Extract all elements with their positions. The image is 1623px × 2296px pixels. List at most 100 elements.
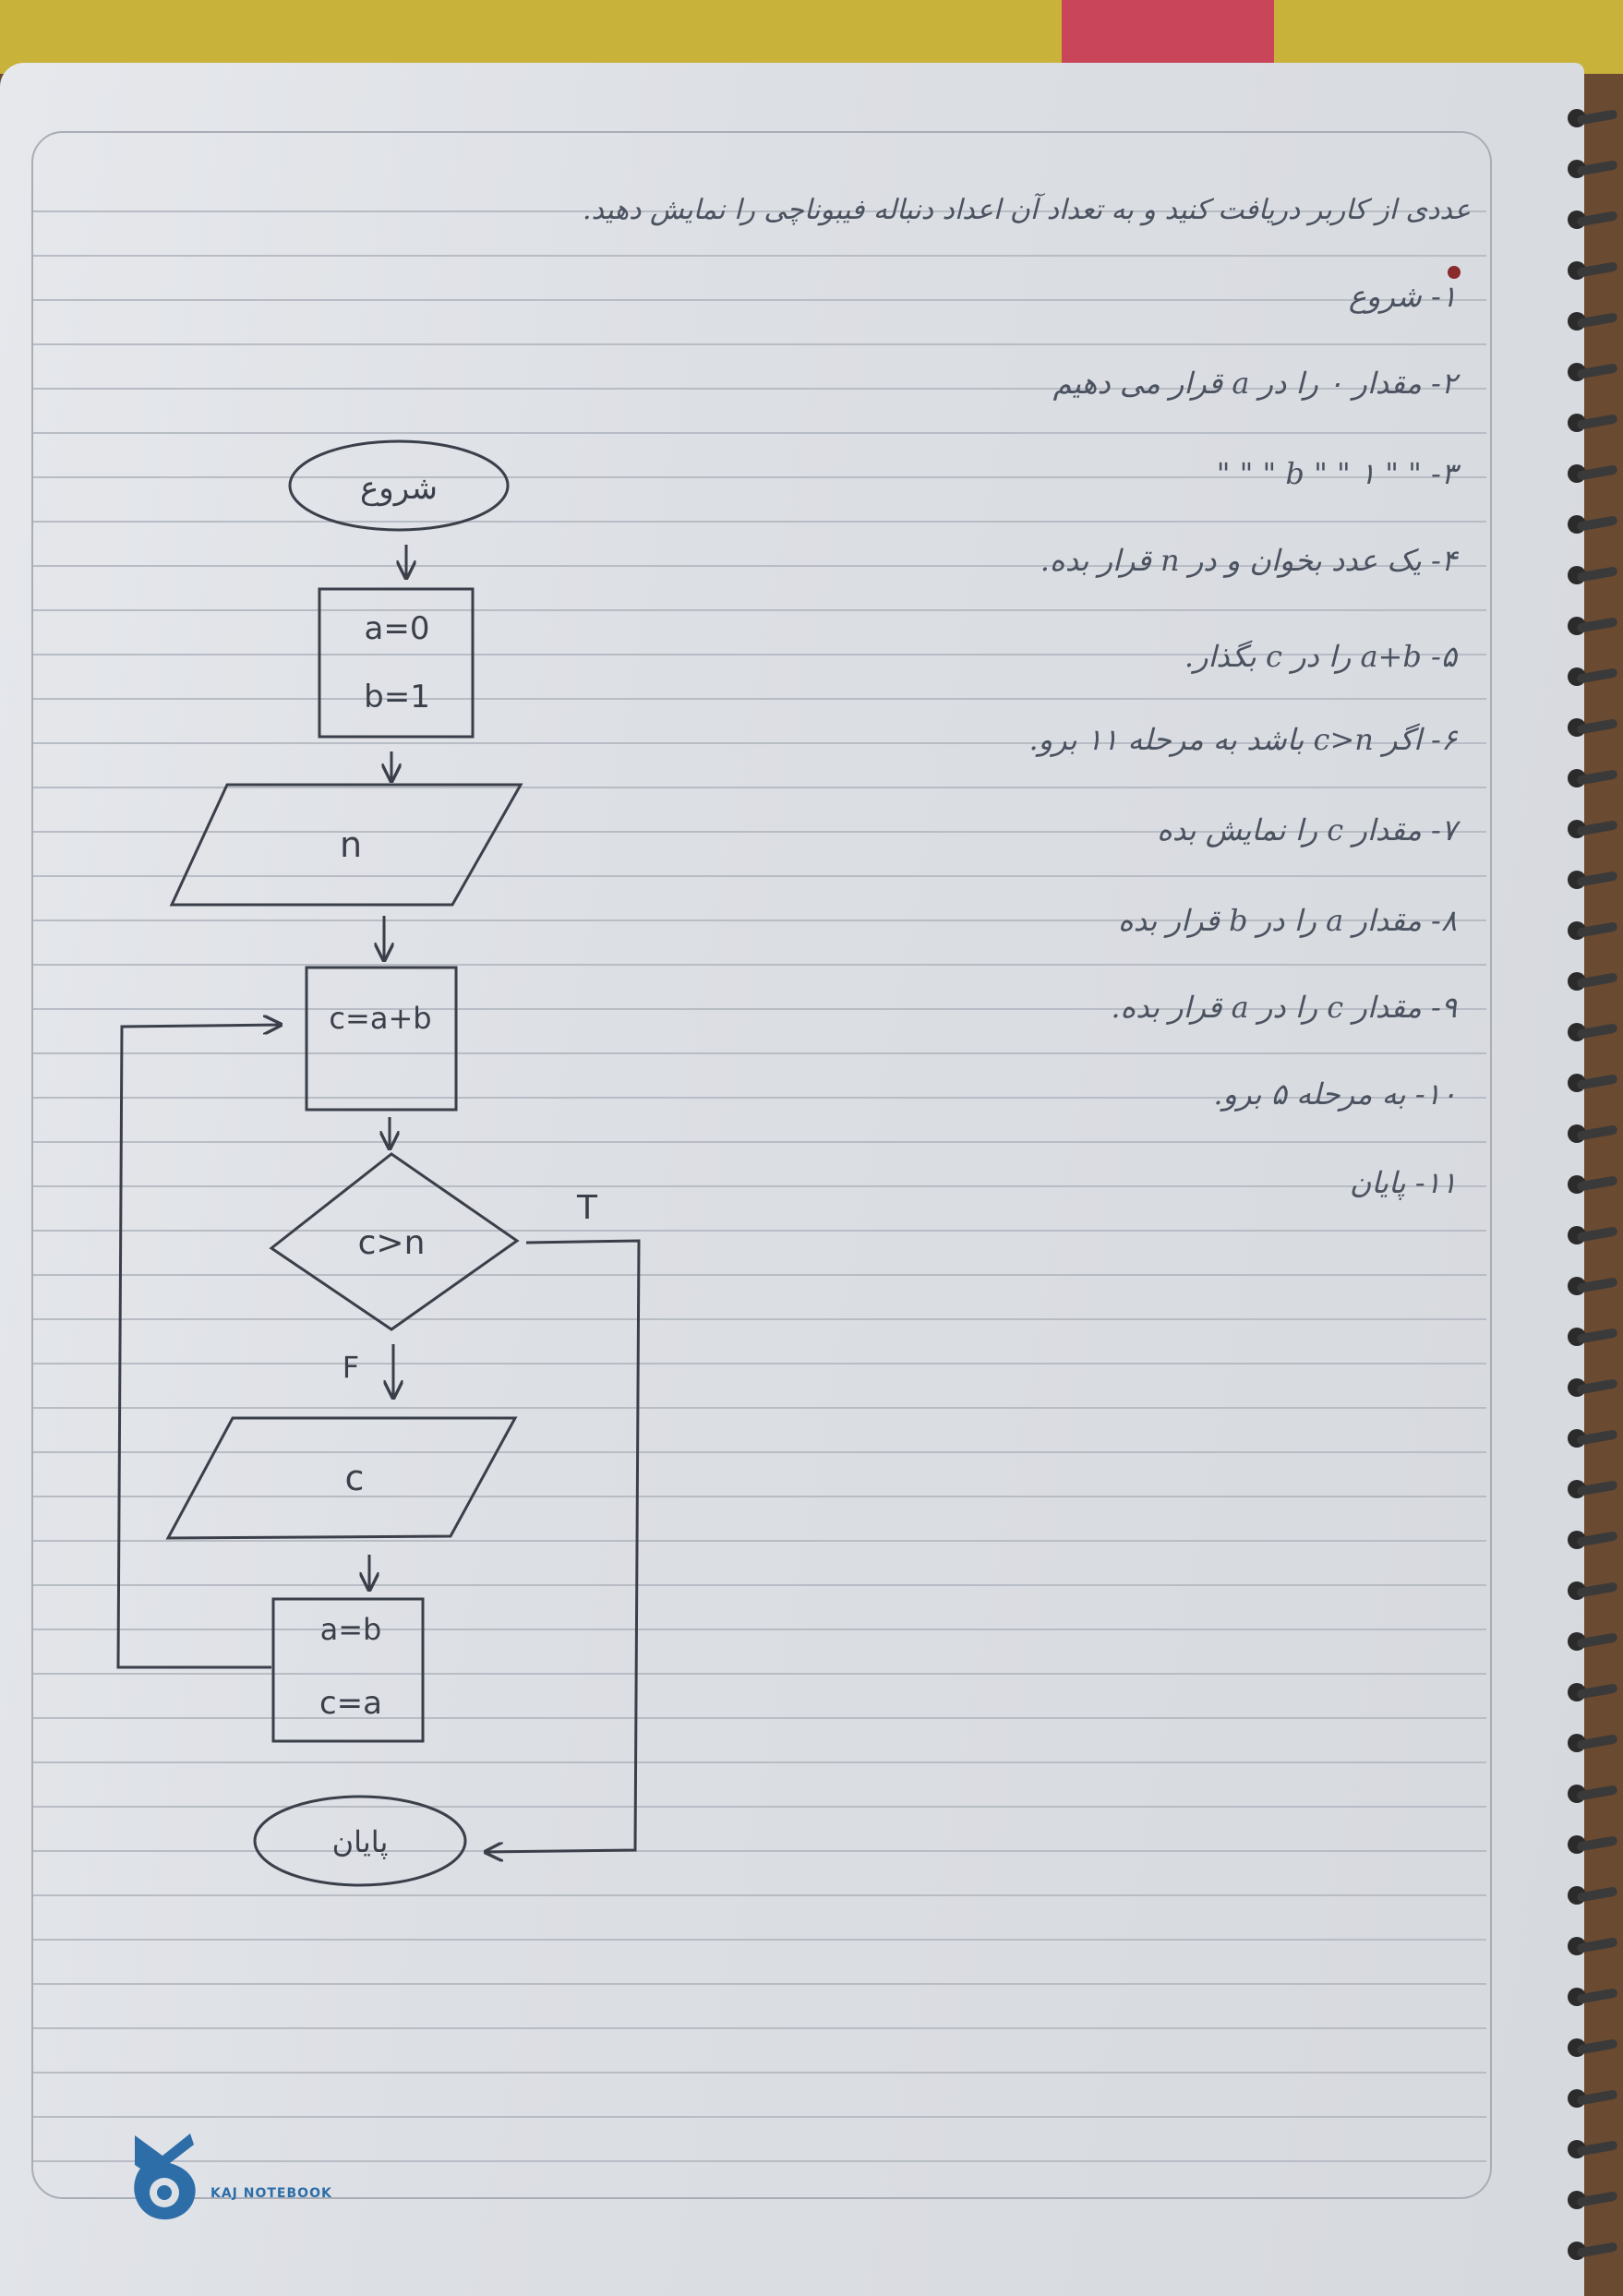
- ruled-line: [33, 2027, 1486, 2029]
- ruled-line: [33, 521, 1486, 523]
- spiral-coil: [1560, 2183, 1618, 2217]
- ruled-line: [33, 343, 1486, 345]
- spiral-coil: [1560, 1168, 1618, 1201]
- ruled-line: [33, 210, 1486, 212]
- step-4: ۴- یک عدد بخوان و در n قرار بده.: [1040, 543, 1457, 578]
- ruled-line: [33, 1407, 1486, 1409]
- decision-diamond: [269, 1152, 520, 1331]
- spiral-coil: [1560, 762, 1618, 795]
- false-label: F: [343, 1350, 359, 1385]
- ruled-line: [33, 1008, 1486, 1010]
- process-box: [305, 966, 458, 1112]
- spiral-coil: [1560, 254, 1618, 287]
- spiral-coil: [1560, 1219, 1618, 1252]
- ruled-line: [33, 787, 1486, 788]
- ruled-line: [33, 875, 1486, 877]
- end-label: پایان: [332, 1824, 389, 1859]
- init-box: [318, 587, 475, 739]
- ruled-line: [33, 1274, 1486, 1276]
- spiral-coil: [1560, 1980, 1618, 2014]
- spiral-coil: [1560, 406, 1618, 439]
- ruled-line: [33, 698, 1486, 700]
- update-box: [271, 1597, 425, 1743]
- output-label: c: [345, 1458, 365, 1498]
- spiral-coil: [1560, 102, 1618, 135]
- update-c-label: c=a: [319, 1685, 382, 1722]
- step-6: ۶- اگر c>n باشد به مرحله ۱۱ برو.: [1028, 722, 1457, 757]
- ruled-line: [33, 654, 1486, 655]
- ruled-line: [33, 299, 1486, 301]
- spiral-coil: [1560, 1625, 1618, 1658]
- step-2: ۲- مقدار ۰ را در a قرار می دهیم: [1052, 366, 1457, 401]
- ruled-line: [33, 432, 1486, 434]
- spiral-coil: [1560, 1371, 1618, 1404]
- spiral-coil: [1560, 1269, 1618, 1303]
- init-b-label: b=1: [364, 679, 430, 715]
- spiral-coil: [1560, 1016, 1618, 1049]
- spiral-coil: [1560, 2031, 1618, 2064]
- step-8: ۸- مقدار a را در b قرار بده: [1117, 903, 1457, 938]
- ruled-line: [33, 1185, 1486, 1187]
- ruled-line: [33, 742, 1486, 744]
- ruled-line: [33, 1717, 1486, 1719]
- spiral-coil: [1560, 508, 1618, 541]
- ruled-line: [33, 1230, 1486, 1232]
- step-5: ۵- a+b را در c بگذار.: [1184, 639, 1457, 674]
- ruled-line: [33, 1097, 1486, 1099]
- step-3: ۳- " " ۱ " " b " " ": [1216, 456, 1457, 491]
- ruled-line: [33, 1363, 1486, 1364]
- ruled-line: [33, 1806, 1486, 1808]
- step-1: ۱- شروع: [1348, 279, 1457, 314]
- arrow-true-end: [486, 1239, 641, 1852]
- step-11: ۱۱- پایان: [1349, 1165, 1457, 1200]
- ruled-line: [33, 964, 1486, 966]
- spiral-coil: [1560, 2082, 1618, 2115]
- spiral-coil: [1560, 914, 1618, 947]
- brand-name: KAJ NOTEBOOK: [210, 2186, 332, 2201]
- process-label: c=a+b: [329, 1001, 431, 1036]
- ruled-line: [33, 1451, 1486, 1453]
- ruled-line: [33, 1894, 1486, 1896]
- ruled-line: [33, 1141, 1486, 1143]
- arrow-loop-back: [116, 1025, 281, 1669]
- ruled-line: [33, 2072, 1486, 2074]
- start-label: شروع: [360, 470, 438, 507]
- spiral-coil: [1560, 812, 1618, 846]
- ruled-line: [33, 831, 1486, 833]
- top-strip: [0, 0, 1623, 74]
- ruled-line: [33, 1983, 1486, 1985]
- update-a-label: a=b: [320, 1612, 382, 1647]
- spiral-coil: [1560, 2133, 1618, 2166]
- spiral-coil: [1560, 609, 1618, 643]
- input-parallelogram: [169, 783, 523, 907]
- spiral-coil: [1560, 1066, 1618, 1100]
- kaj-logo-icon: [134, 2134, 196, 2220]
- ruled-line: [33, 2160, 1486, 2162]
- spiral-coil: [1560, 1117, 1618, 1150]
- ruled-line: [33, 1939, 1486, 1941]
- spiral-coil: [1560, 1676, 1618, 1709]
- spiral-coil: [1560, 203, 1618, 236]
- spiral-coil: [1560, 863, 1618, 896]
- decision-label: c>n: [358, 1224, 426, 1262]
- spiral-coil: [1560, 660, 1618, 693]
- spiral-coil: [1560, 711, 1618, 744]
- spiral-coil: [1560, 1473, 1618, 1506]
- spiral-coil: [1560, 1726, 1618, 1760]
- notebook-page: [0, 63, 1584, 2296]
- ruled-line: [33, 1052, 1486, 1054]
- init-a-label: a=0: [365, 610, 430, 647]
- ruled-line: [33, 920, 1486, 921]
- spiral-coil: [1560, 1574, 1618, 1607]
- true-label: T: [576, 1189, 598, 1227]
- ruled-line: [33, 1584, 1486, 1586]
- step-9: ۹- مقدار c را در a قرار بده.: [1111, 990, 1457, 1025]
- spiral-coil: [1560, 1320, 1618, 1353]
- problem-title: عددی از کاربر دریافت کنید و به تعداد آن …: [582, 194, 1471, 226]
- ruled-line: [33, 255, 1486, 257]
- input-label: n: [340, 824, 362, 865]
- spiral-coil: [1560, 1828, 1618, 1861]
- ruled-line: [33, 1540, 1486, 1542]
- spiral-coil: [1560, 1777, 1618, 1810]
